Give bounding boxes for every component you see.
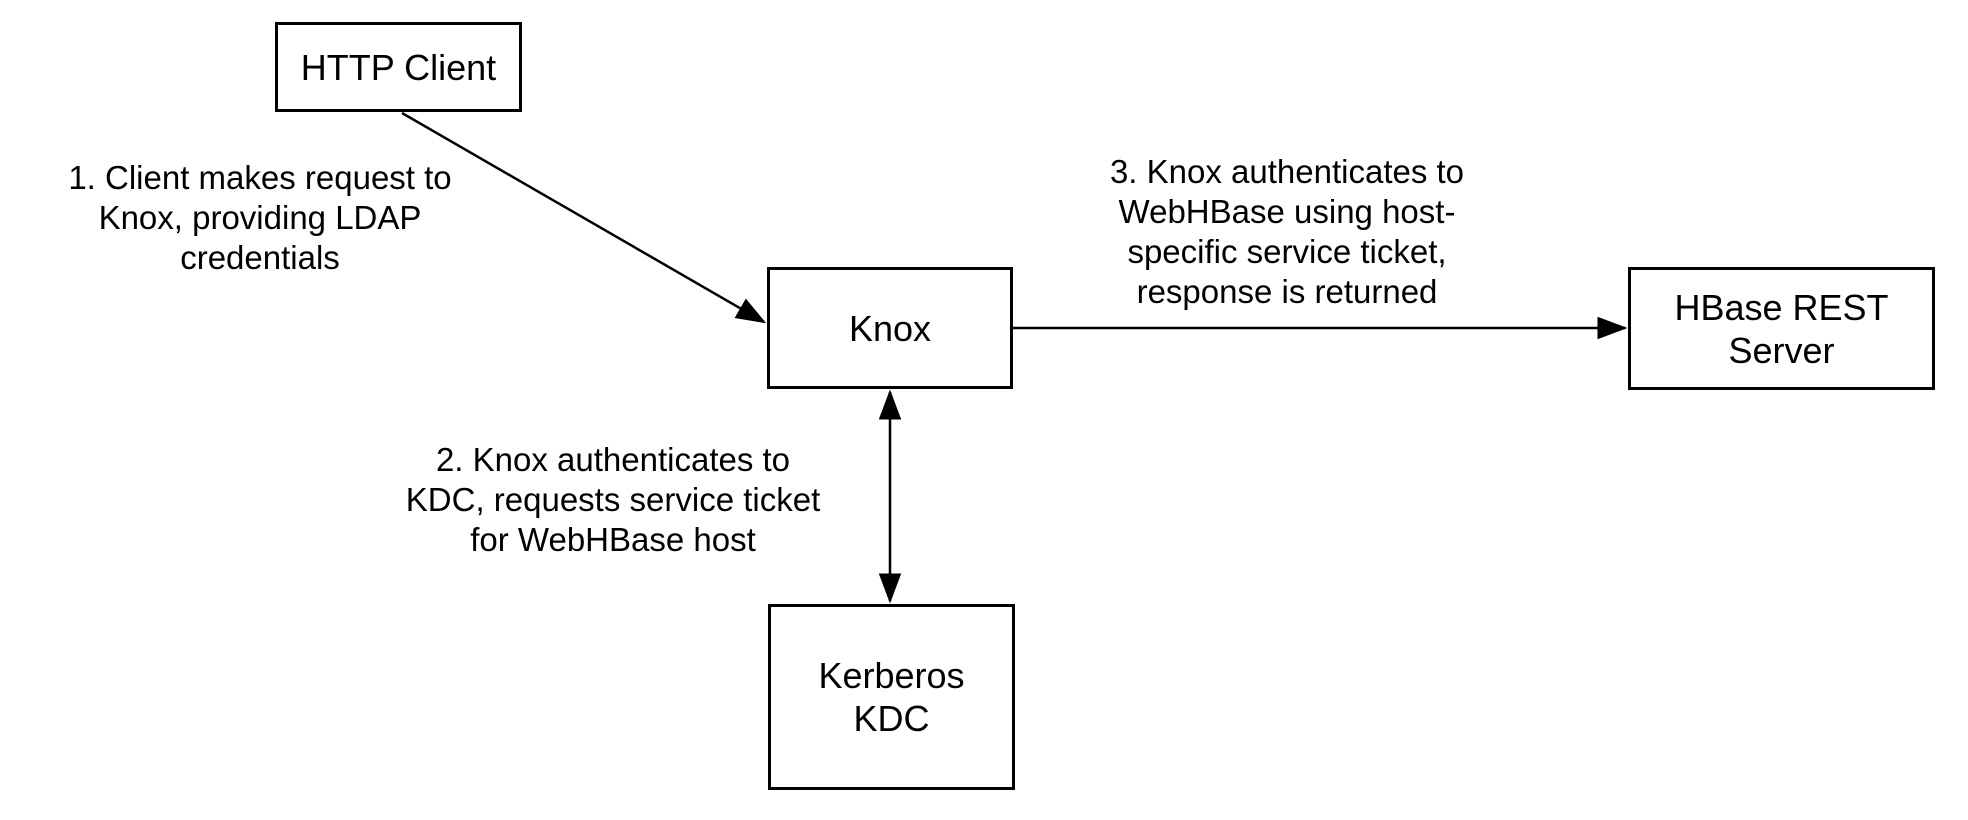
node-hbase-rest-server-label-line1: HBase REST [1674,286,1889,328]
annotation-step1-line2: Knox, providing LDAP [98,199,422,236]
annotation-step3-line4: response is returned [1136,273,1438,310]
annotation-step2-line3: for WebHBase host [470,521,756,558]
annotation-step3-line1: 3. Knox authenticates to [1109,153,1465,190]
node-http-client-label: HTTP Client [300,46,497,88]
node-kerberos-kdc-label-line1: Kerberos [818,655,965,696]
arrow-client-to-knox [401,111,767,324]
annotation-step3: 3. Knox authenticates to WebHBase using … [1047,152,1527,312]
annotation-step3-line2: WebHBase using host- [1118,193,1456,230]
node-knox-label: Knox [848,307,932,349]
annotation-step2: 2. Knox authenticates to KDC, requests s… [373,440,853,560]
annotation-step1-line3: credentials [180,239,340,276]
annotation-step1: 1. Client makes request to Knox, providi… [20,158,500,278]
node-knox: Knox [767,267,1013,389]
annotation-step1-line1: 1. Client makes request to [68,159,452,196]
node-kerberos-kdc: Kerberos KDC [768,604,1015,790]
annotation-step3-line3: specific service ticket, [1127,233,1447,270]
node-hbase-rest-server: HBase REST Server [1628,267,1935,390]
annotation-step2-line1: 2. Knox authenticates to [435,441,791,478]
node-kerberos-kdc-label-line2: KDC [853,698,930,739]
annotation-step2-line2: KDC, requests service ticket [405,481,821,518]
node-hbase-rest-server-label-line2: Server [1728,329,1835,371]
node-http-client: HTTP Client [275,22,522,112]
